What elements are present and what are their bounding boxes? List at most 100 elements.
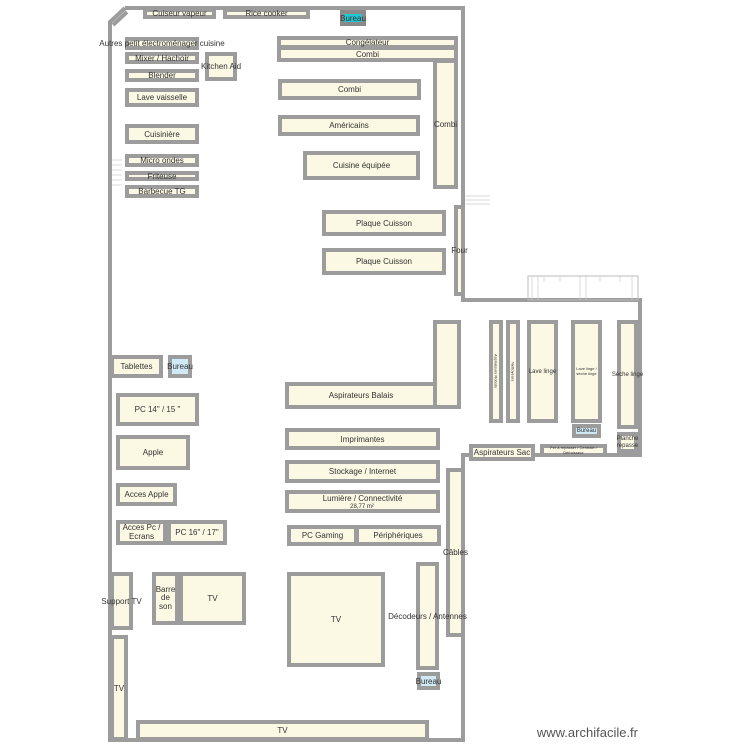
area-label: 28,77 m² [350, 504, 374, 510]
item-seche-linge[interactable]: Sèche linge [612, 320, 643, 429]
label: Plaque Cuisson [355, 257, 413, 266]
label: TV [330, 615, 342, 624]
label: Combi [337, 85, 362, 94]
item-mixer-hachoir[interactable]: Mixer / Hachoir [125, 52, 199, 64]
item-bureau[interactable]: Bureau [572, 424, 601, 438]
label: Stockage / Internet [328, 467, 397, 476]
label: Bureau [415, 676, 442, 686]
item-barre-de-son[interactable]: Barre de son [152, 572, 179, 625]
item-lave-vaisselle[interactable]: Lave vaisselle [125, 88, 199, 107]
item-decodeurs-antennes[interactable]: Décodeurs / Antennes [388, 562, 467, 670]
item-combi[interactable]: Combi [278, 79, 421, 100]
item-lumiere-connectivite[interactable]: Lumière / Connectivité [285, 490, 440, 513]
item-lave-linge-seche-linge[interactable]: Lave linge / sèche linge [571, 320, 602, 423]
label: TV [113, 683, 125, 693]
item-unlabeled-shelf[interactable] [433, 320, 461, 409]
item-tv-large[interactable]: TV [287, 572, 385, 667]
item-bureau[interactable]: Bureau [340, 10, 366, 26]
label: Cuiseur vapeur [152, 9, 207, 18]
label: Four [451, 246, 468, 255]
label: Périphériques [373, 531, 423, 540]
item-fer-a-repasser[interactable]: Fer à repasser / Centrale / Défroisseur [540, 444, 607, 457]
label: Lave linge / sèche linge [576, 366, 597, 376]
label: Aspirateurs Balais [328, 391, 394, 400]
item-rice-cooker[interactable]: Rice cooker [223, 8, 310, 19]
item-tv-bottom[interactable]: TV [136, 720, 429, 741]
label: Américains [329, 121, 369, 130]
label: Blender [148, 71, 176, 80]
label: TV [207, 594, 218, 603]
item-tablettes[interactable]: Tablettes [110, 355, 163, 378]
label: Aspirateurs Sac [473, 448, 531, 457]
label: Sèche linge [611, 371, 644, 378]
item-bureau[interactable]: Bureau [415, 672, 442, 690]
label: Bureau [340, 13, 366, 23]
item-cuisiniere[interactable]: Cuisinière [125, 124, 199, 144]
item-americains[interactable]: Américains [278, 115, 420, 136]
label: Nettoyeurs [510, 361, 516, 382]
item-aspirateurs-sac[interactable]: Aspirateurs Sac [469, 444, 535, 461]
label: Apple [142, 448, 164, 457]
item-cuisine-equipee[interactable]: Cuisine équipée [303, 151, 420, 180]
item-apple[interactable]: Apple [116, 435, 190, 470]
label: Autres petit électroménager cuisine [99, 39, 225, 48]
label: Support TV [101, 596, 142, 606]
item-stockage-internet[interactable]: Stockage / Internet [285, 460, 440, 483]
label: Cuisinière [144, 129, 180, 139]
door [111, 10, 129, 27]
item-pc-16-17[interactable]: PC 16" / 17" [167, 520, 227, 545]
stairs-steps [112, 159, 633, 300]
item-peripheriques[interactable]: Périphériques [355, 525, 441, 546]
item-nettoyeurs[interactable]: Nettoyeurs [506, 320, 520, 423]
label: Mixer / Hachoir [135, 53, 189, 63]
item-cables[interactable]: Câbles [443, 468, 468, 637]
label: PC 14" / 15 " [134, 405, 181, 414]
watermark: www.archifacile.fr [536, 725, 638, 740]
label: Cuisine équipée [332, 161, 391, 170]
item-friteuse[interactable]: Friteuse [125, 171, 199, 181]
label: Tablettes [120, 362, 153, 371]
label: Combi [433, 119, 458, 129]
item-imprimantes[interactable]: Imprimantes [285, 428, 440, 450]
label: Fer à repasser / Centrale / Défroisseur [550, 445, 597, 455]
item-micro-ondes[interactable]: Micro ondes [125, 154, 199, 167]
item-barbecue[interactable]: Barbecue TG [125, 185, 199, 198]
item-pc-14-15[interactable]: PC 14" / 15 " [116, 393, 199, 426]
item-blender[interactable]: Blender [125, 69, 199, 82]
item-combi-vertical[interactable]: Combi [433, 59, 458, 189]
item-plaque-cuisson[interactable]: Plaque Cuisson [322, 248, 446, 275]
item-lave-linge[interactable]: Lave linge [527, 320, 558, 423]
item-tv-left[interactable]: TV [110, 635, 128, 741]
label: Combi [355, 49, 380, 59]
label: PC Gaming [301, 531, 344, 540]
item-plaque-cuisson[interactable]: Plaque Cuisson [322, 210, 446, 236]
label: Lumière / Connectivité [322, 494, 403, 503]
item-support-tv[interactable]: Support TV [101, 572, 142, 630]
item-bureau[interactable]: Bureau [167, 355, 193, 378]
label: Décodeurs / Antennes [388, 611, 467, 621]
item-pc-gaming[interactable]: PC Gaming [287, 525, 358, 546]
item-aspirateurs-robots[interactable]: Aspirateurs Robots [489, 320, 503, 423]
label: Câbles [443, 548, 468, 557]
label: Imprimantes [340, 434, 385, 444]
item-cuiseur-vapeur[interactable]: Cuiseur vapeur [143, 8, 216, 19]
label: Congélateur [345, 38, 390, 47]
item-acces-pc-ecrans[interactable]: Acces Pc / Ecrans [116, 520, 167, 545]
item-combi[interactable]: Combi [277, 46, 458, 62]
label: Planche repasse [616, 436, 639, 449]
label: Barbecue TG [138, 187, 186, 196]
item-planche-repasse[interactable]: Planche repasse [617, 432, 638, 453]
label: Acces Apple [124, 490, 169, 499]
item-autres-petit-electromenager[interactable]: Autres petit électroménager cuisine [99, 37, 225, 50]
label: Micro ondes [140, 156, 184, 165]
item-kitchen-aid[interactable]: Kitchen Aid [201, 52, 241, 81]
item-tv[interactable]: TV [179, 572, 246, 625]
label: Acces Pc / Ecrans [122, 523, 161, 541]
item-four[interactable]: Four [451, 205, 468, 296]
item-acces-apple[interactable]: Acces Apple [116, 483, 177, 506]
item-aspirateurs-balais[interactable]: Aspirateurs Balais [285, 382, 437, 409]
label: Kitchen Aid [200, 62, 242, 71]
stairs [527, 275, 639, 301]
label: TV [277, 726, 288, 735]
label: Aspirateurs Robots [493, 354, 499, 389]
